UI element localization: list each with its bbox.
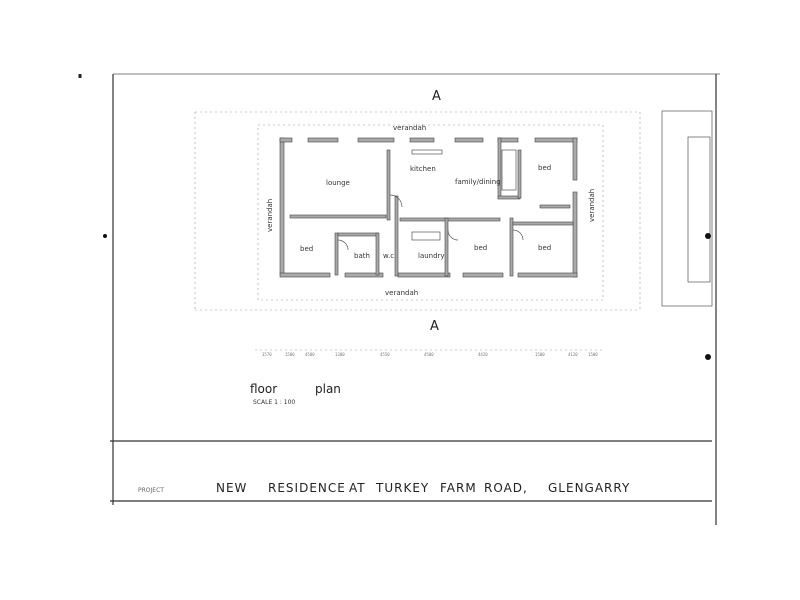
dimension-label: 1500 — [535, 352, 545, 357]
room-label-laundry: laundry — [418, 252, 445, 260]
dimension-label: 4500 — [305, 352, 315, 357]
door-swing — [337, 239, 349, 251]
wall — [397, 272, 451, 278]
wall-wc-laundry — [394, 195, 399, 277]
robe — [501, 149, 517, 191]
project-title-word: NEW — [216, 481, 247, 495]
verandah-label-top: verandah — [393, 124, 426, 132]
wall — [307, 137, 339, 143]
wall — [512, 221, 574, 226]
wall — [279, 137, 293, 143]
punch-hole — [103, 234, 107, 238]
laundry-trough — [411, 231, 441, 241]
wall — [279, 272, 331, 278]
dimension-label: 4120 — [568, 352, 578, 357]
wall — [337, 232, 379, 237]
dimension-label: 1500 — [588, 352, 598, 357]
wall-bath-wc — [375, 232, 380, 276]
wall-lounge-south — [289, 214, 387, 219]
verandah-label-right: verandah — [588, 189, 596, 222]
verandah-label-bottom: verandah — [385, 289, 418, 297]
room-label-lounge: lounge — [326, 179, 350, 187]
verandah-label-left: verandah — [266, 199, 274, 232]
room-label-bath: bath — [354, 252, 370, 260]
wall — [454, 137, 484, 143]
wall — [517, 272, 578, 278]
dimension-label: 3570 — [262, 352, 272, 357]
wall-west — [279, 137, 285, 275]
door-swing — [389, 194, 403, 208]
room-label-bed: bed — [474, 244, 487, 252]
room-label-bed: bed — [300, 245, 313, 253]
wall-east-lower — [572, 191, 578, 278]
project-title-word: FARM — [440, 481, 477, 495]
room-label-bed: bed — [538, 244, 551, 252]
wall-bed-bed — [509, 217, 514, 277]
wall — [462, 272, 504, 278]
project-label: PROJECT — [138, 487, 164, 494]
wall — [517, 149, 522, 199]
section-marker-top: A — [432, 89, 441, 104]
room-label-family-dining: family/dining — [455, 178, 501, 186]
wall — [344, 272, 384, 278]
project-title-word: GLENGARRY — [548, 481, 630, 495]
wall-bed-bath — [334, 232, 339, 276]
door-swing — [447, 229, 459, 241]
wall-laundry-bed — [444, 217, 449, 277]
dimension-label: 1300 — [335, 352, 345, 357]
drawing-scale: SCALE 1 : 100 — [253, 399, 295, 406]
wall — [534, 137, 578, 143]
project-title-word: RESIDENCE — [268, 481, 346, 495]
wall — [497, 195, 521, 200]
drawing-title-plan: plan — [315, 382, 341, 396]
room-label-bed: bed — [538, 164, 551, 172]
room-label-wc: w.c — [383, 252, 394, 260]
kitchen-bench — [411, 149, 443, 155]
dimension-label: 4420 — [478, 352, 488, 357]
dimension-label: 4550 — [380, 352, 390, 357]
wall — [357, 137, 395, 143]
side-elevation-box — [661, 110, 713, 307]
section-marker-bottom: A — [430, 319, 439, 334]
project-title-word: AT — [349, 481, 366, 495]
wall-lounge-kitchen — [386, 149, 391, 221]
dimension-label: 4500 — [424, 352, 434, 357]
wall-corridor — [399, 217, 501, 222]
project-title-word: ROAD, — [484, 481, 528, 495]
punch-hole — [705, 233, 711, 239]
bottom-dimension-labels: 3570 1500 4500 1300 4550 4500 4420 1500 4120 1500 — [262, 352, 598, 357]
drawing-title-floor: floor — [250, 382, 277, 396]
dimension-label: 1500 — [285, 352, 295, 357]
project-title-word: TURKEY — [375, 481, 429, 495]
wall-dining-bed — [497, 137, 502, 199]
wall-robe — [539, 204, 571, 209]
side-elevation-inner — [687, 136, 711, 283]
door-swing — [512, 229, 524, 241]
wall — [409, 137, 435, 143]
room-label-kitchen: kitchen — [410, 165, 436, 173]
wall-east-upper — [572, 137, 578, 181]
punch-hole — [705, 354, 711, 360]
